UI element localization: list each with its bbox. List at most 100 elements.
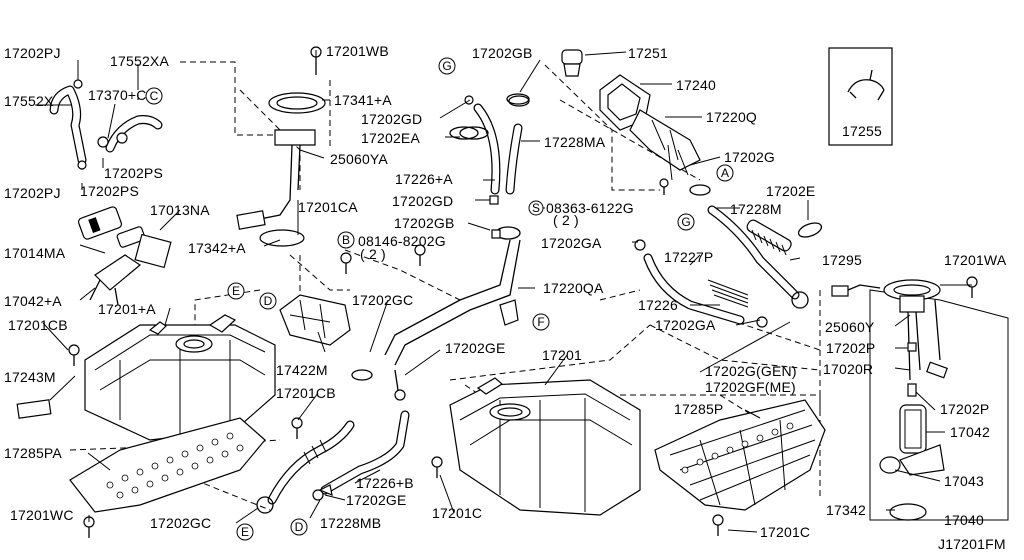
callout-f: F [532,313,550,331]
label-17370c: 17370+C [88,87,147,103]
callout-a: A [716,164,734,182]
17255-inset-box [828,47,893,146]
label-17201ca: 17201CA [298,199,358,215]
part-labels: 17202PJ 17552XA 17201WB 17202GB 17251 17… [4,43,1007,552]
label-17202g-gen: 17202G(GEN) [705,363,797,379]
pump-assembly-17040-shape [831,279,948,521]
label-17042: 17042 [950,424,990,440]
label-25060y: 25060Y [825,319,875,335]
label-17226b: 17226+B [356,475,414,491]
label-17220qa: 17220QA [543,280,604,296]
label-17202p-lower: 17202P [940,401,989,417]
label-17342a-left: 17342+A [188,240,246,256]
callout-g-top: G [438,57,456,75]
label-08146-qty: ( 2 ) [360,246,386,262]
svg-text:S: S [532,201,540,215]
clamp-17202gc-shape [351,369,373,381]
label-17040: 17040 [944,512,984,528]
cap-17251-shape [561,49,583,77]
label-17042a: 17042+A [4,293,62,309]
label-17228mb: 17228MB [320,515,381,531]
label-17201c-mid: 17201C [432,505,482,521]
label-08363-6122g: 08363-6122G [546,200,634,216]
svg-text:G: G [442,59,451,73]
bolt-shapes [68,178,978,538]
label-17201wc: 17201WC [10,507,74,523]
filler-tube-17220q-shape [629,109,701,181]
label-17227p: 17227P [664,249,713,265]
label-17552xa: 17552XA [110,53,169,69]
label-17255: 17255 [842,123,882,139]
label-17201a: 17201+A [98,301,156,317]
label-17202pj-bottom: 17202PJ [4,185,61,201]
label-08146-8202g: 08146-8202G [358,233,446,249]
callout-e-bottom: E [236,523,254,541]
pump-assembly-bracket [869,289,1009,521]
callout-e-top: E [227,282,245,300]
label-17240: 17240 [676,77,716,93]
label-17243m: 17243M [4,369,56,385]
label-17202ga-top: 17202GA [541,235,602,251]
svg-text:B: B [342,233,350,247]
label-17202pj-top: 17202PJ [4,45,61,61]
label-17552x: 17552X [4,93,54,109]
svg-text:D: D [264,294,273,308]
hose-17226b-shape [318,410,410,496]
label-17202ge-bottom: 17202GE [346,492,407,508]
perforation-holes [106,422,794,499]
label-17202gf-me: 17202GF(ME) [705,379,796,395]
label-17013na: 17013NA [150,202,210,218]
label-17014ma: 17014MA [4,245,66,261]
diagram-ref-code: J17201FM [938,536,1006,552]
label-17202ga-bottom: 17202GA [655,317,716,333]
clamp-shapes [312,93,809,501]
tube-17220qa-shape [384,239,521,391]
svg-text:G: G [681,215,690,229]
label-17202p-upper: 17202P [826,340,875,356]
pad-17243m-shape [16,399,52,419]
label-17202gb-top: 17202GB [472,45,533,61]
label-17226a-top: 17226+A [395,171,453,187]
label-17202ge-top: 17202GE [445,340,506,356]
hose-17226-shape [643,253,749,325]
label-17201cb-top: 17201CB [8,317,68,333]
label-17228ma: 17228MA [544,134,606,150]
label-17422m: 17422M [276,362,328,378]
label-17201wa: 17201WA [944,252,1007,268]
label-17202gb-mid: 17202GB [394,215,455,231]
callout-s: S [528,200,544,216]
label-17202e: 17202E [766,183,815,199]
label-17341a: 17341+A [334,92,392,108]
label-17202gc-bottom: 17202GC [150,515,211,531]
pump-17014ma-shape [77,206,172,306]
label-17202gd-top: 17202GD [361,111,422,127]
callout-circles: G C A G B E D F E D S [145,57,734,541]
hose-17552-shapes [49,79,163,170]
protector-17285p-shape [654,399,826,511]
label-17043: 17043 [944,473,984,489]
tank-17201-shape [449,377,641,516]
label-17202gd-mid: 17202GD [392,193,453,209]
callout-d-top: D [259,292,277,310]
callout-d-bottom: D [290,518,308,536]
label-17202ps-right: 17202PS [104,165,163,181]
label-17228m: 17228M [730,201,782,217]
svg-text:E: E [241,525,249,539]
label-17295: 17295 [822,252,862,268]
sender-unit-25060ya-shape [236,46,326,247]
vent-hose-shapes [707,205,823,300]
hose-17226a-shape [449,95,530,240]
label-17202g: 17202G [724,149,775,165]
tank-17201a-shape [84,314,276,441]
label-17020r: 17020R [823,361,873,377]
callout-b: B [337,231,355,249]
label-17285p: 17285P [674,401,723,417]
tray-17422m-shape [279,294,351,346]
label-17202ps-left: 17202PS [80,183,139,199]
label-17201cb-mid: 17201CB [276,385,336,401]
svg-text:E: E [232,284,240,298]
hose-17228mb-shape [256,420,355,514]
clip-17255-shape [847,69,885,101]
label-17201: 17201 [542,347,582,363]
